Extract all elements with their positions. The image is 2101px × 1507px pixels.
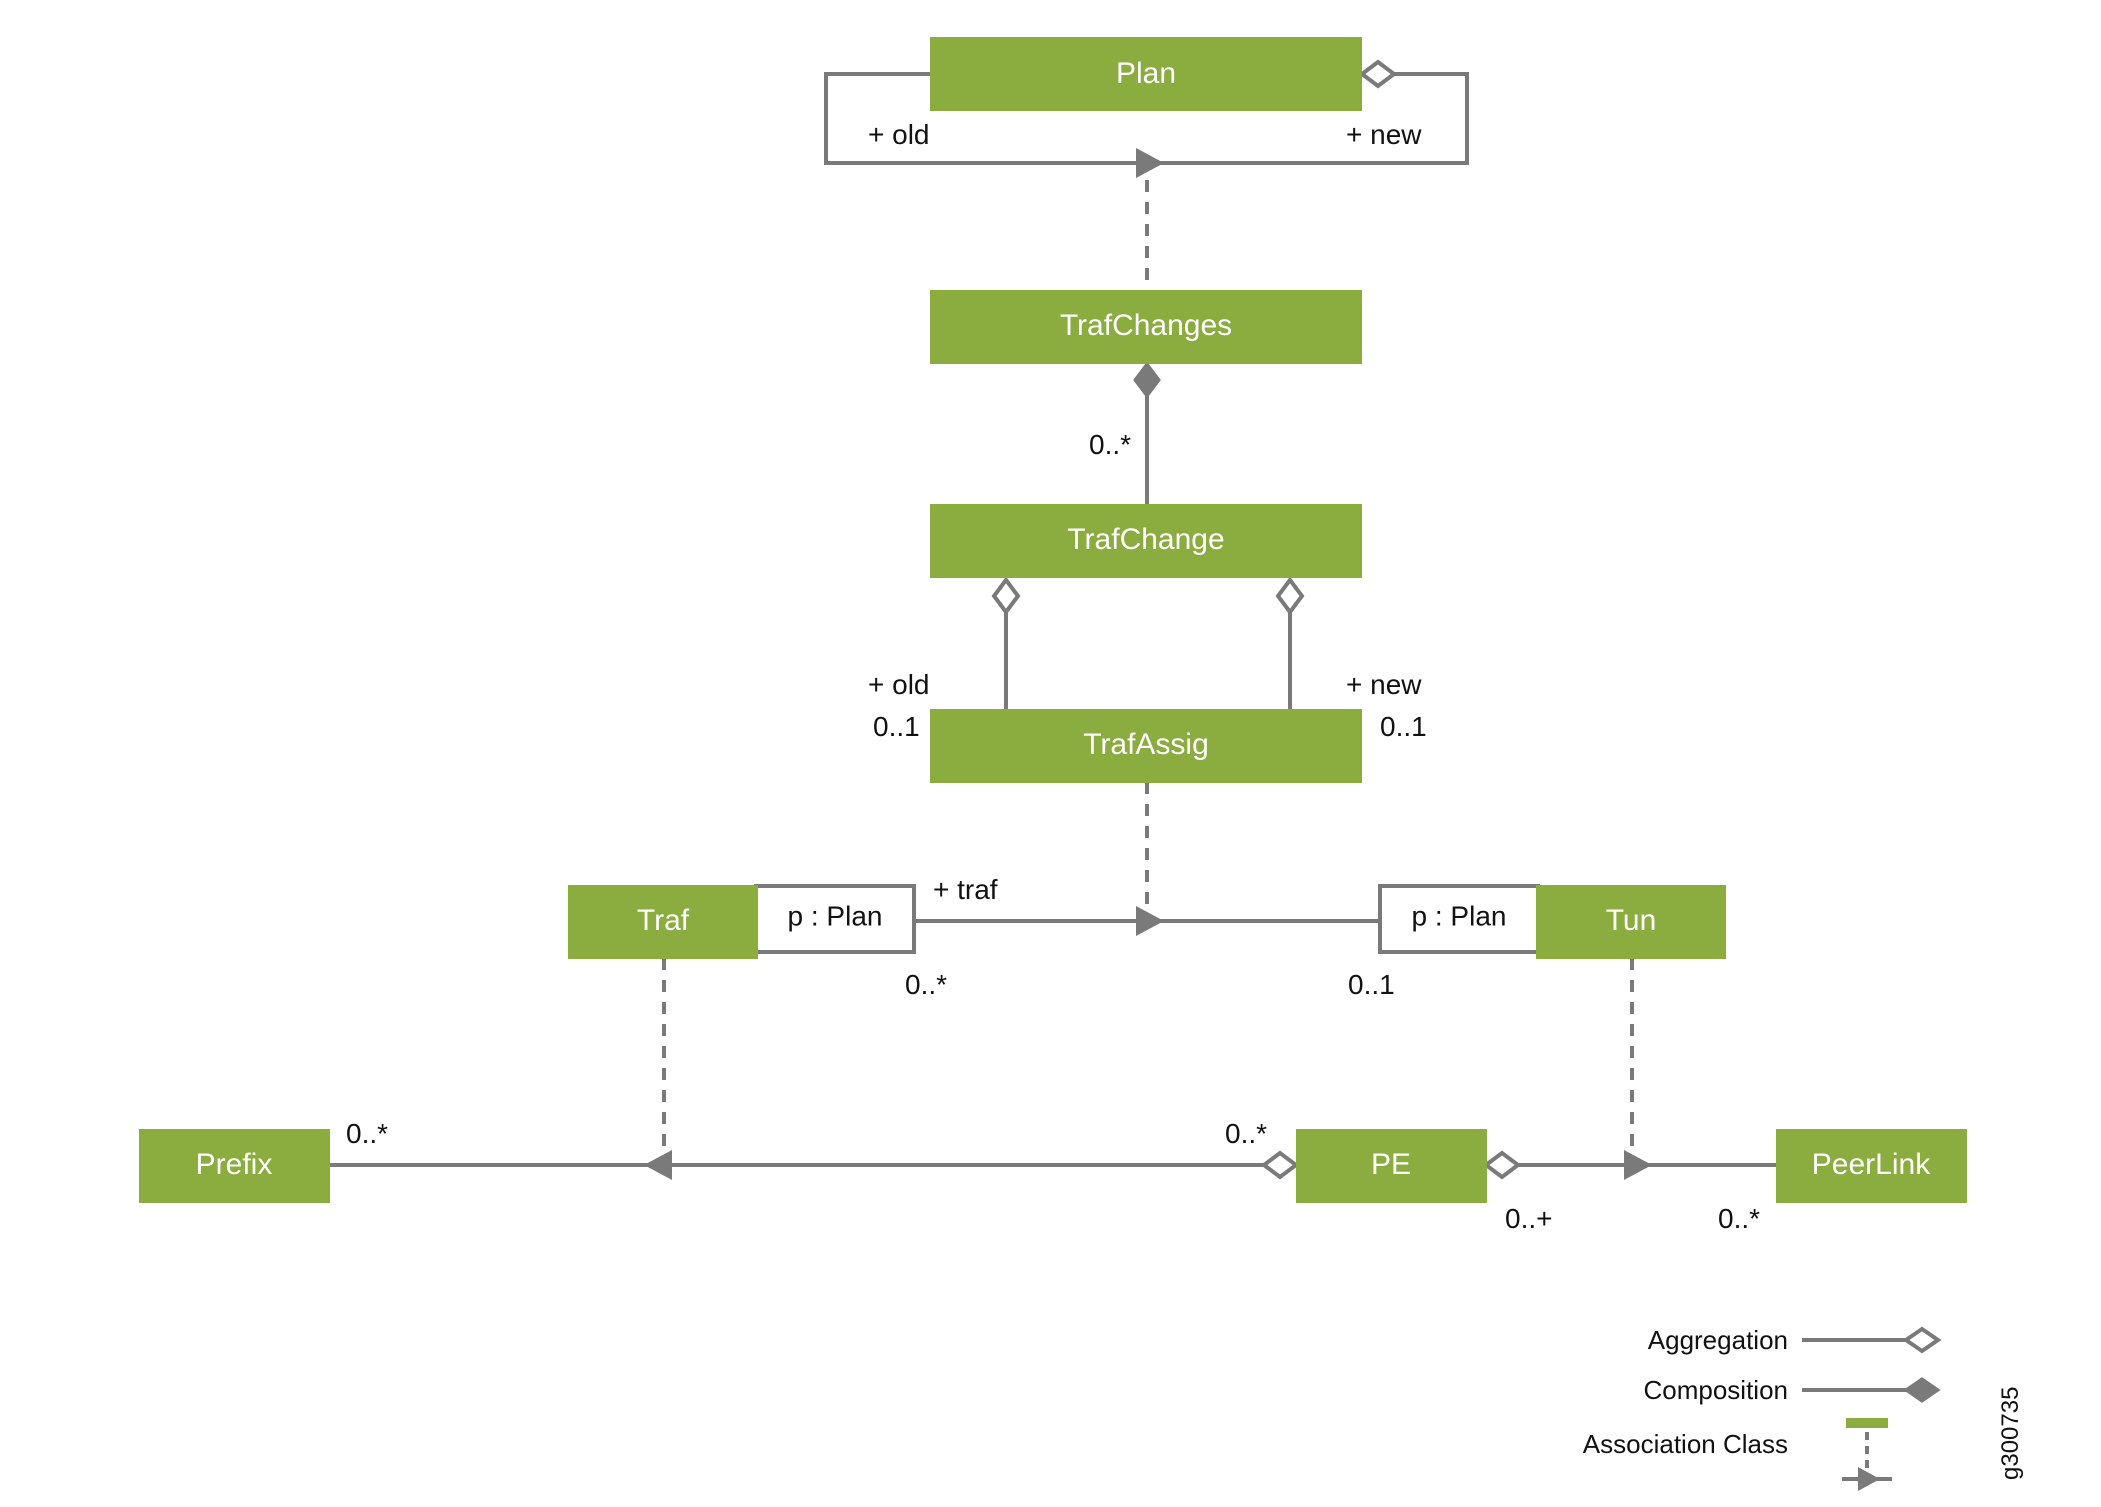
class-peerlink: PeerLink xyxy=(1776,1129,1967,1203)
class-trafchange-label: TrafChange xyxy=(1067,523,1224,556)
trafchange-new-role: + new xyxy=(1346,669,1422,700)
trafchange-new-diamond xyxy=(1275,576,1305,616)
trafchange-old-role: + old xyxy=(868,669,930,700)
plan-new-role: + new xyxy=(1346,119,1422,150)
class-plan-label: Plan xyxy=(1116,57,1176,90)
class-trafassig-label: TrafAssig xyxy=(1083,728,1209,761)
legend-association-class-swatch xyxy=(1846,1418,1888,1428)
tun-multiplicity: 0..1 xyxy=(1348,969,1395,1000)
plan-association-arrow xyxy=(1136,148,1164,178)
class-peerlink-label: PeerLink xyxy=(1812,1148,1931,1181)
legend-association-class-arrow xyxy=(1858,1467,1880,1491)
class-prefix: Prefix xyxy=(139,1129,330,1203)
traf-role: + traf xyxy=(933,874,998,905)
trafchange-new-multiplicity: 0..1 xyxy=(1380,711,1427,742)
class-trafassig: TrafAssig xyxy=(930,709,1362,783)
legend-composition-diamond xyxy=(1903,1377,1941,1403)
class-traf-label: Traf xyxy=(637,904,690,937)
traf-qualifier-label: p : Plan xyxy=(788,900,883,931)
class-pe-label: PE xyxy=(1371,1148,1411,1181)
legend-composition-label: Composition xyxy=(1643,1375,1788,1405)
traf-multiplicity: 0..* xyxy=(905,969,947,1000)
class-prefix-label: Prefix xyxy=(196,1148,273,1181)
class-tun: Tun xyxy=(1536,885,1726,959)
class-tun-label: Tun xyxy=(1606,904,1657,937)
class-traf: Traf xyxy=(568,885,758,959)
trafchanges-multiplicity: 0..* xyxy=(1089,429,1131,460)
peerlink-multiplicity: 0..* xyxy=(1718,1203,1760,1234)
pe-left-multiplicity: 0..* xyxy=(1225,1118,1267,1149)
legend: Aggregation Composition Association Clas… xyxy=(1583,1325,1942,1491)
pe-right-multiplicity: 0..+ xyxy=(1505,1203,1552,1234)
pe-right-aggregation-diamond xyxy=(1482,1150,1522,1180)
class-trafchanges-label: TrafChanges xyxy=(1060,309,1232,342)
class-trafchange: TrafChange xyxy=(930,504,1362,578)
prefix-pe-association-arrow xyxy=(644,1150,672,1180)
trafchange-old-multiplicity: 0..1 xyxy=(873,711,920,742)
class-plan: Plan xyxy=(930,37,1362,111)
plan-aggregation-diamond xyxy=(1358,59,1398,89)
trafchange-old-diamond xyxy=(991,576,1021,616)
plan-old-role: + old xyxy=(868,119,930,150)
class-trafchanges: TrafChanges xyxy=(930,290,1362,364)
pe-peerlink-association-arrow xyxy=(1624,1150,1652,1180)
traf-tun-association-arrow xyxy=(1136,906,1164,936)
prefix-multiplicity: 0..* xyxy=(346,1118,388,1149)
legend-aggregation-diamond xyxy=(1902,1326,1942,1354)
pe-left-aggregation-diamond xyxy=(1260,1150,1300,1180)
figure-id: g300735 xyxy=(1997,1387,2024,1480)
composition-diamond xyxy=(1133,361,1161,399)
legend-aggregation-label: Aggregation xyxy=(1648,1325,1788,1355)
tun-qualifier-box xyxy=(1378,884,1540,954)
legend-association-class-label: Association Class xyxy=(1583,1429,1788,1459)
tun-qualifier-label: p : Plan xyxy=(1412,900,1507,931)
class-pe: PE xyxy=(1296,1129,1487,1203)
